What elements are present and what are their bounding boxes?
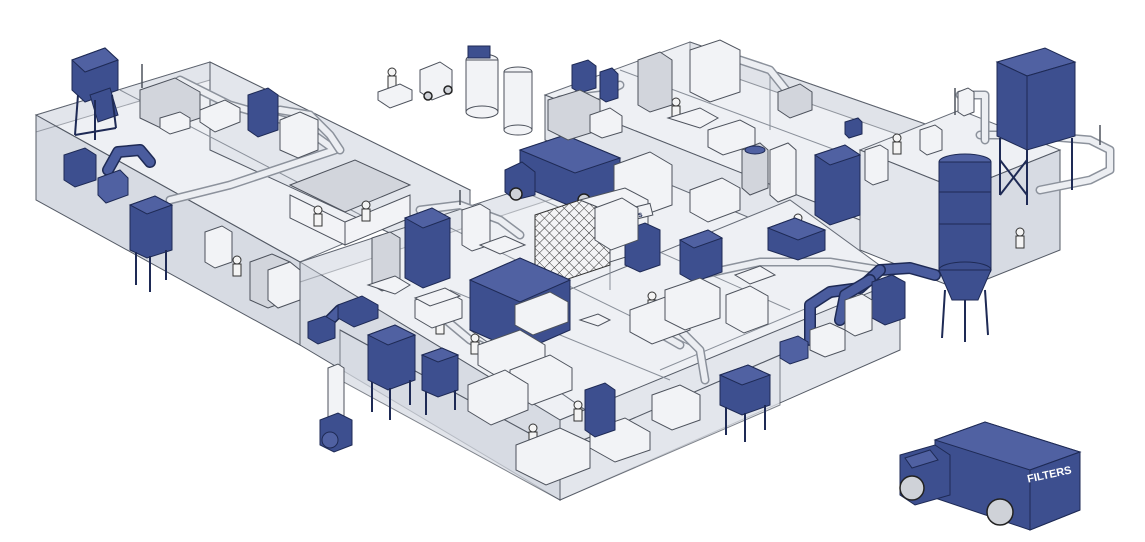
center-floor-machines — [366, 197, 777, 486]
back-center-equipment — [547, 39, 975, 261]
floor-blue-collectors — [307, 274, 906, 442]
baghouse-far-right — [995, 47, 1077, 205]
cartridge-collector-left — [128, 195, 174, 292]
dust-collector-top-left — [63, 47, 129, 204]
large-silo — [938, 153, 992, 342]
delivery-truck-center — [504, 134, 622, 209]
roof-details — [141, 64, 1101, 205]
outdoor-blower — [319, 363, 353, 453]
center-blue-booths — [403, 207, 724, 353]
filters-truck: FILTERS — [899, 421, 1082, 531]
back-yard — [377, 45, 533, 136]
